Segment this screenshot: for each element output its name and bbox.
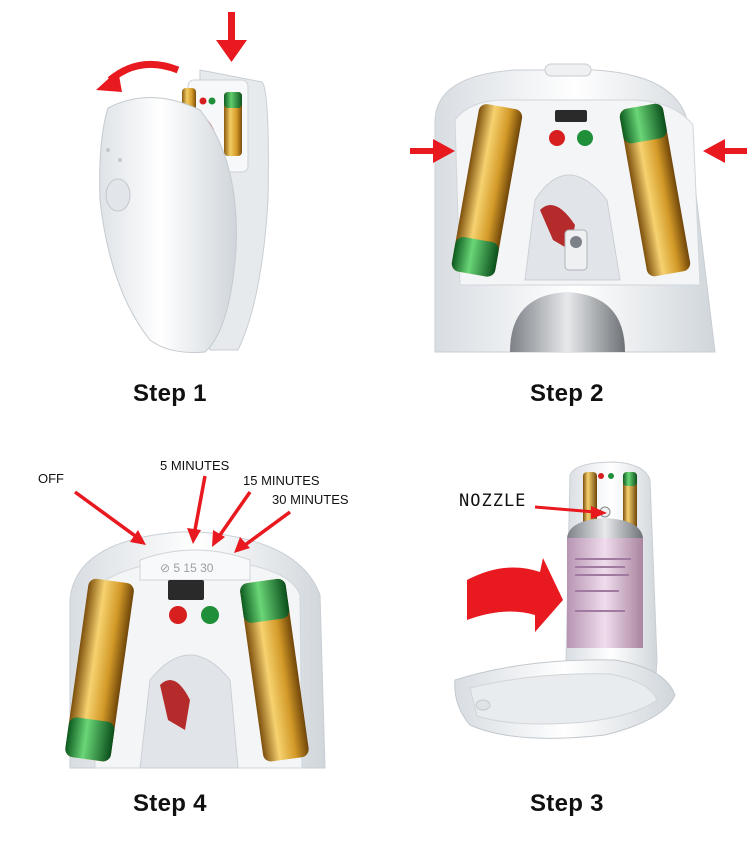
arrow-down-icon <box>216 12 247 62</box>
step3-device-illustration <box>454 461 676 739</box>
setting-label-5-minutes: 5 MINUTES <box>160 458 230 473</box>
rotate-arrow-icon <box>96 60 180 92</box>
step4-caption: Step 4 <box>133 790 207 817</box>
step1-panel: Step 1 <box>0 0 375 420</box>
setting-pointer-arrows <box>73 475 292 553</box>
big-arrow-icon <box>467 558 563 632</box>
nozzle-label: NOZZLE <box>459 491 527 511</box>
step2-panel: Step 2 <box>375 0 750 420</box>
step3-panel: NOZZLE Step 3 <box>375 420 750 845</box>
setting-label-15-minutes: 15 MINUTES <box>243 473 320 488</box>
step1-caption: Step 1 <box>133 380 207 407</box>
svg-text:⊘ 5 15 30: ⊘ 5 15 30 <box>160 561 214 575</box>
step3-caption: Step 3 <box>530 790 604 817</box>
setting-label-off: OFF <box>38 471 64 486</box>
step4-device-illustration: ⊘ 5 15 30 <box>65 475 326 769</box>
arrow-left-icon <box>703 139 747 163</box>
step2-device-illustration <box>410 63 747 353</box>
step1-device-illustration <box>96 12 269 353</box>
step2-caption: Step 2 <box>530 380 604 407</box>
setting-label-30-minutes: 30 MINUTES <box>272 492 349 507</box>
step4-panel: ⊘ 5 15 30 OFF 5 MINUTES 15 MINUT <box>0 420 375 845</box>
arrow-right-icon <box>410 139 455 163</box>
nozzle-pointer-arrow <box>534 505 607 519</box>
